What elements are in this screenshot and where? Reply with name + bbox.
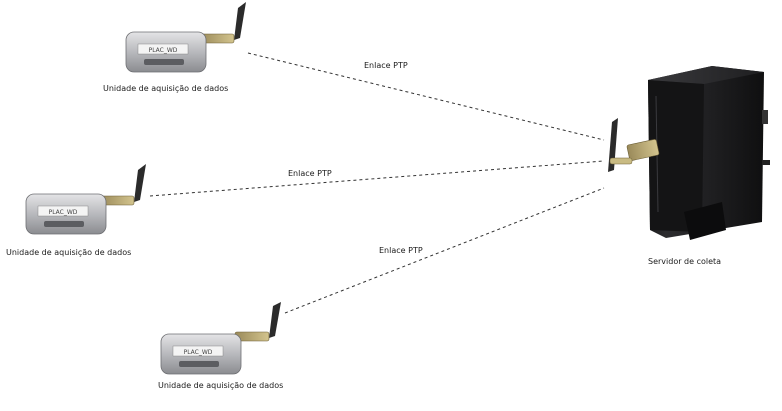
collection-server: [600, 62, 782, 248]
ptp-link-1-label: Enlace PTP: [364, 61, 408, 70]
acquisition-unit-2-label: Unidade de aquisição de dados: [6, 248, 132, 257]
ptp-link-1-line: [247, 52, 605, 141]
antenna-icon: [269, 302, 281, 338]
acquisition-unit-3-graphic: PLAC_WD: [160, 302, 281, 375]
acquisition-unit-1-graphic: PLAC_WD: [125, 2, 246, 73]
acquisition-unit-3: PLAC_WD: [155, 302, 295, 382]
ptp-link-3-line: [284, 187, 605, 314]
antenna-icon: [234, 2, 246, 40]
acquisition-unit-1: PLAC_WD: [120, 2, 260, 82]
acquisition-unit-2: PLAC_WD: [20, 162, 160, 242]
unit-case-text: PLAC_WD: [149, 47, 178, 54]
unit-case-text: PLAC_WD: [49, 209, 78, 216]
unit-case-text: PLAC_WD: [184, 349, 213, 356]
acquisition-unit-1-label: Unidade de aquisição de dados: [103, 84, 229, 93]
ptp-link-2-line: [149, 160, 605, 197]
ptp-link-2-label: Enlace PTP: [288, 169, 332, 178]
ptp-link-3-label: Enlace PTP: [379, 246, 423, 255]
acquisition-unit-3-label: Unidade de aquisição de dados: [158, 381, 284, 390]
antenna-icon: [134, 164, 146, 202]
acquisition-unit-2-graphic: PLAC_WD: [25, 164, 146, 235]
collection-server-label: Servidor de coleta: [648, 257, 722, 266]
collection-server-graphic: [608, 66, 770, 240]
